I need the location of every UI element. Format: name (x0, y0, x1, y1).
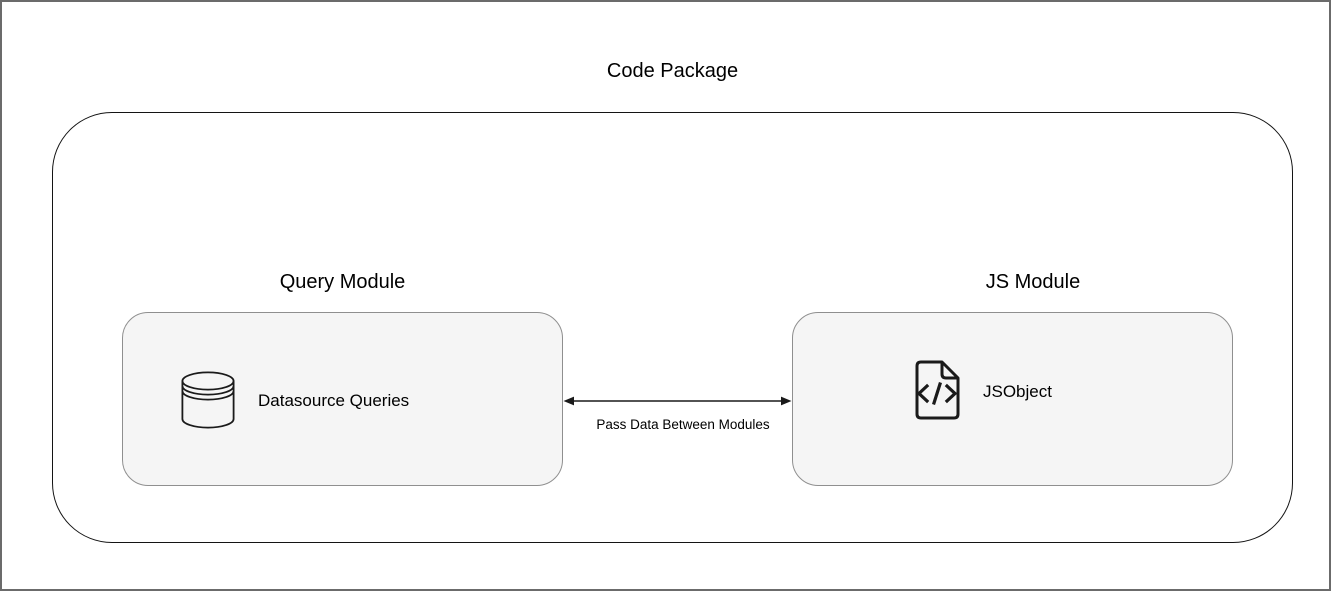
connector-label: Pass Data Between Modules (596, 417, 770, 432)
query-module-item-label: Datasource Queries (258, 391, 410, 410)
code-file-icon (915, 360, 960, 420)
js-module-box: JSObject (792, 312, 1233, 486)
js-module-item-label: JSObject (983, 382, 1052, 401)
bidirectional-arrow (563, 396, 792, 406)
database-icon (181, 371, 235, 429)
diagram-title: Code Package (606, 60, 739, 82)
code-package-container (52, 112, 1293, 543)
query-module-box: Datasource Queries (122, 312, 563, 486)
js-module-label: JS Module (985, 271, 1081, 293)
query-module-label: Query Module (279, 271, 406, 293)
